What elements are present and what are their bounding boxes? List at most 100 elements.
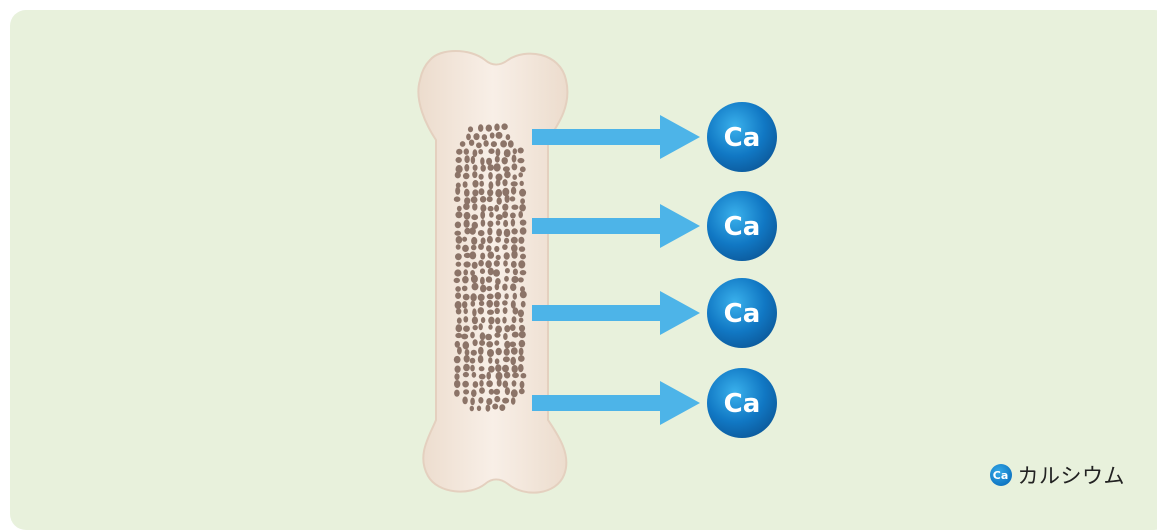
trabecular-cell <box>454 356 461 363</box>
trabecular-cell <box>480 332 486 340</box>
trabecular-cell <box>508 140 514 147</box>
trabecular-cell <box>519 204 526 211</box>
trabecular-cell <box>473 325 478 330</box>
trabecular-cell <box>485 334 492 341</box>
trabecular-cell <box>495 358 500 364</box>
trabecular-cell <box>455 172 461 179</box>
trabecular-cell <box>511 205 518 210</box>
trabecular-cell <box>503 381 509 388</box>
trabecular-cell <box>497 379 502 387</box>
trabecular-cell <box>466 134 471 141</box>
calcium-label-1: Ca <box>724 123 761 153</box>
trabecular-cell <box>455 222 461 229</box>
trabecular-cell <box>489 181 494 189</box>
trabecular-cell <box>486 125 492 132</box>
trabecular-cell <box>494 389 501 395</box>
trabecular-cell <box>488 324 492 329</box>
trabecular-cell <box>486 158 492 165</box>
bone-calcium-diagram: CaCaCaCa <box>0 0 1157 518</box>
trabecular-cell <box>462 381 469 388</box>
trabecular-cell <box>471 245 477 251</box>
trabecular-cell <box>488 164 494 171</box>
trabecular-cell <box>520 166 526 172</box>
trabecular-cell <box>483 140 488 147</box>
trabecular-cell <box>471 156 475 164</box>
trabecular-cell <box>502 244 508 250</box>
trabecular-cell <box>502 204 508 211</box>
trabecular-cell <box>511 219 515 227</box>
trabecular-cell <box>478 244 484 250</box>
trabecular-cell <box>512 332 519 338</box>
trabecular-cell <box>454 196 461 202</box>
arrow-2 <box>532 204 700 248</box>
trabecular-cell <box>501 123 507 130</box>
trabecular-cell <box>502 284 507 291</box>
trabecular-cell <box>480 211 485 219</box>
trabecular-cell <box>489 389 494 395</box>
trabecular-cell <box>502 317 506 324</box>
trabecular-cell <box>495 292 502 300</box>
trabecular-cell <box>470 406 474 412</box>
trabecular-cell <box>521 301 526 308</box>
trabecular-cell <box>519 331 526 338</box>
trabecular-cell <box>494 205 499 212</box>
trabecular-cell <box>494 396 500 402</box>
trabecular-cell <box>464 308 468 314</box>
trabecular-cell <box>519 348 524 356</box>
trabecular-cell <box>470 358 476 364</box>
trabecular-cell <box>473 381 479 388</box>
trabecular-cell <box>513 269 518 276</box>
trabecular-cell <box>502 398 509 404</box>
trabecular-cell <box>490 132 495 138</box>
trabecular-cell <box>455 211 462 218</box>
trabecular-cell <box>470 398 475 406</box>
trabecular-cell <box>463 173 470 179</box>
trabecular-cell <box>494 163 501 171</box>
trabecular-cell <box>463 341 470 349</box>
trabecular-cell <box>493 269 500 277</box>
trabecular-cell <box>478 149 483 154</box>
trabecular-cell <box>496 348 502 356</box>
trabecular-cell <box>486 380 493 387</box>
trabecular-cell <box>502 157 508 164</box>
trabecular-cell <box>512 163 518 170</box>
trabecular-cell <box>464 212 471 220</box>
trabecular-cell <box>504 149 511 157</box>
trabecular-cell <box>480 268 485 274</box>
trabecular-cell <box>479 188 485 195</box>
trabecular-cell <box>504 348 510 355</box>
trabecular-cell <box>518 277 524 282</box>
trabecular-cell <box>503 260 508 266</box>
trabecular-cell <box>488 148 494 154</box>
trabecular-cell <box>512 155 517 163</box>
trabecular-cell <box>480 277 485 285</box>
trabecular-cell <box>520 291 527 298</box>
trabecular-cell <box>502 211 508 218</box>
trabecular-cell <box>510 283 516 291</box>
trabecular-cell <box>479 181 484 187</box>
trabecular-cell <box>476 142 482 148</box>
trabecular-cell <box>518 148 524 154</box>
trabecular-cell <box>520 198 525 204</box>
trabecular-cell <box>504 238 509 244</box>
trabecular-cell <box>464 355 470 363</box>
trabecular-cell <box>486 398 492 405</box>
trabecular-cell <box>488 206 494 212</box>
trabecular-cell <box>494 246 499 252</box>
arrow-3 <box>532 291 700 335</box>
trabecular-cell <box>502 365 509 372</box>
trabecular-cell <box>503 220 508 227</box>
trabecular-cell <box>492 404 498 410</box>
trabecular-cell <box>472 262 478 269</box>
trabecular-cell <box>519 318 524 323</box>
trabecular-cell <box>471 214 478 220</box>
trabecular-cell <box>479 301 484 306</box>
trabecular-cell <box>462 237 467 242</box>
trabecular-cell <box>504 252 510 259</box>
trabecular-cell <box>480 157 484 165</box>
trabecular-cell <box>511 389 518 397</box>
trabecular-cell <box>511 181 518 186</box>
trabecular-cell <box>455 292 461 299</box>
trabecular-cell <box>518 260 525 268</box>
